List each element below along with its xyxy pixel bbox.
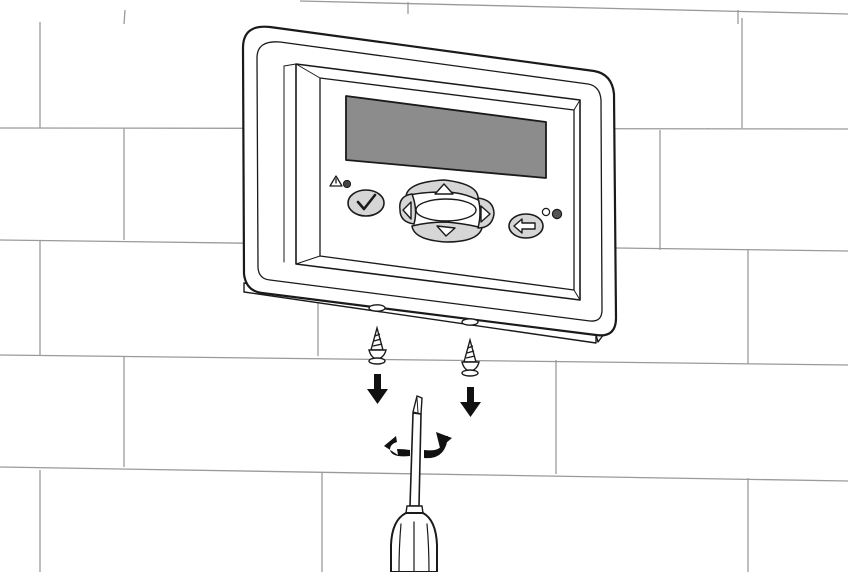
direction-pad [399,179,495,243]
panel-bevel-line [573,99,581,111]
lcd-display [345,95,547,179]
mortar-course-line [0,466,848,482]
power-led-icon [342,179,352,189]
panel-bevel-line [295,63,321,79]
dpad-up-arrow-icon [434,183,454,195]
dpad-center [415,198,477,222]
panel-bevel-line [295,255,321,265]
dpad-left-arrow-icon [402,201,412,220]
down-arrow-icon [367,374,388,404]
mounting-hole [461,318,479,326]
panel-bevel-line [283,63,297,67]
mounting-hole [368,304,386,312]
mortar-joint-line [123,9,126,25]
screwdriver-icon [390,395,438,572]
rotate-icon [384,432,452,459]
warning-icon [329,175,343,187]
mortar-course-line [0,354,848,366]
dpad-right-arrow-icon [480,205,491,223]
led-indicator-icon [541,207,551,217]
led-indicator-icon [551,208,563,220]
controller-housing [241,25,618,344]
confirm-check-button [347,189,385,217]
back-arrow-button [508,213,544,239]
panel-bevel-line [573,289,581,301]
dpad-down-arrow-icon [436,225,456,237]
mortar-course-line [299,0,848,15]
screw-icon [368,325,387,365]
screw-icon [461,337,480,377]
down-arrow-icon [460,387,481,417]
